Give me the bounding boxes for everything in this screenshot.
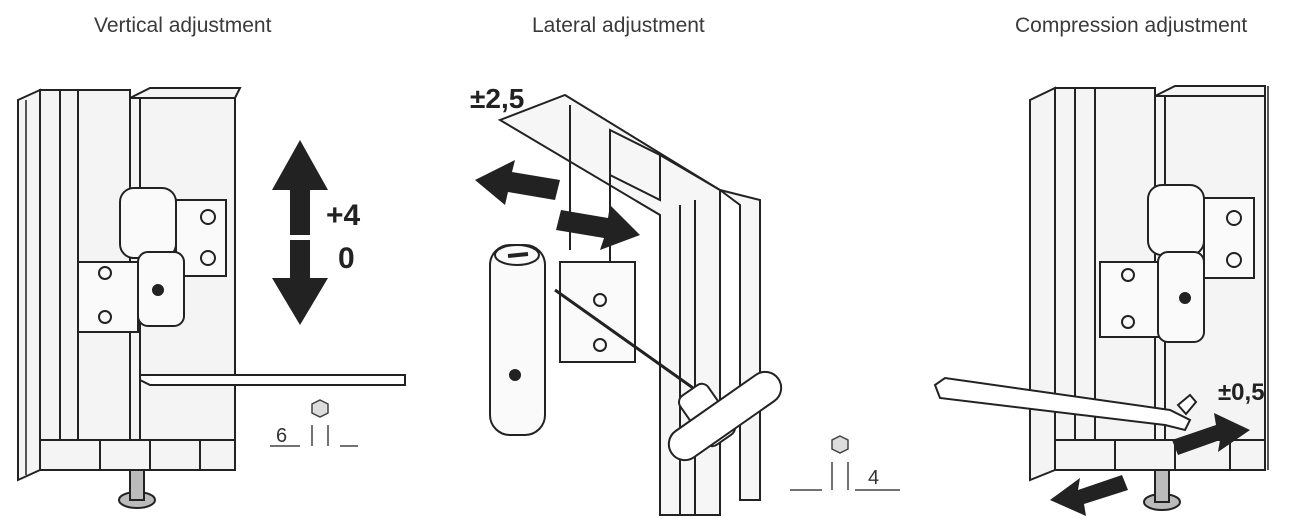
double-arrow-icon — [475, 160, 640, 250]
panel-title: Vertical adjustment — [94, 14, 272, 37]
hex-key-icon — [790, 435, 900, 491]
label-up: +4 — [326, 199, 361, 232]
panel-compression-adjustment: Compression adjustment — [900, 0, 1290, 519]
panel-title: Compression adjustment — [1015, 14, 1248, 37]
adjustment-screw — [118, 469, 156, 509]
vertical-adjustment-illustration: +4 0 6 — [17, 87, 406, 509]
double-arrow-icon — [1050, 413, 1250, 516]
compression-adjustment-illustration: ±0,5 — [933, 85, 1269, 516]
window-frame-profile — [497, 93, 761, 516]
adjustment-screw — [1143, 469, 1181, 511]
hinge-icon — [489, 244, 636, 436]
label-down: 0 — [338, 242, 355, 275]
double-arrow-icon — [272, 140, 328, 325]
panel-lateral-adjustment: Lateral adjustment ±2,5 — [430, 0, 900, 519]
label-hex-size: 6 — [276, 425, 287, 447]
lateral-adjustment-illustration: ±2,5 — [470, 83, 900, 516]
t-handle-wrench-icon — [554, 288, 783, 462]
label-range: ±0,5 — [1218, 379, 1265, 406]
hinge-icon — [1099, 184, 1255, 343]
label-range: ±2,5 — [470, 83, 524, 114]
panel-vertical-adjustment: Vertical adjustment — [0, 0, 430, 519]
allen-key-icon — [139, 330, 406, 386]
allen-key-icon — [933, 376, 1198, 432]
label-hex-size: 4 — [868, 467, 879, 489]
hex-key-icon — [270, 399, 358, 447]
panel-title: Lateral adjustment — [532, 14, 705, 37]
hinge-icon — [77, 187, 227, 333]
